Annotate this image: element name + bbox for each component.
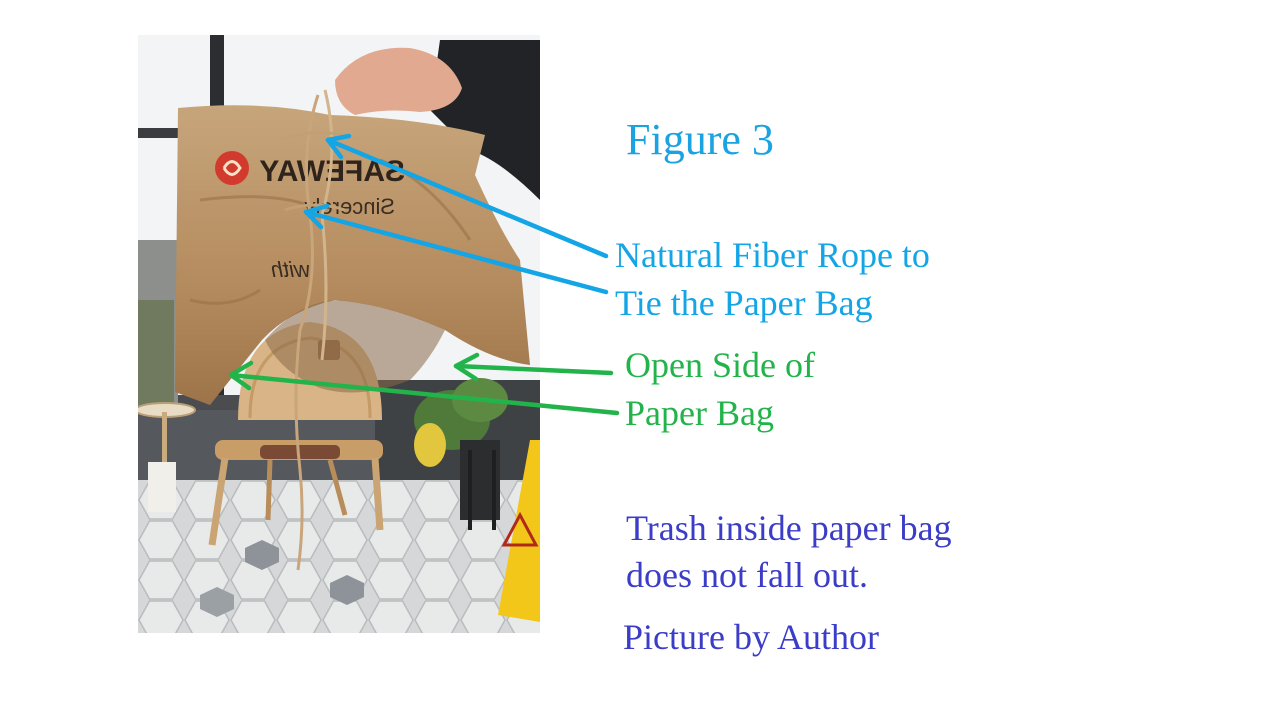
open-side-annotation-line-1: Open Side of xyxy=(625,345,815,385)
photo-credit: Picture by Author xyxy=(623,617,879,657)
rope-arrow-icon xyxy=(303,133,609,295)
bag-print-line3: with xyxy=(271,257,310,282)
note-line-2: does not fall out. xyxy=(626,555,868,595)
open-side-arrow-icon xyxy=(228,352,620,416)
safeway-logo-icon xyxy=(215,151,249,185)
figure-title: Figure 3 xyxy=(626,115,774,164)
open-side-annotation-line-2: Paper Bag xyxy=(625,393,774,433)
rope-annotation-line-1: Natural Fiber Rope to xyxy=(615,235,930,275)
note-line-1: Trash inside paper bag xyxy=(626,508,952,548)
photo-scene: SAFEWAY Sincerely with xyxy=(138,35,540,633)
rope-annotation-line-2: Tie the Paper Bag xyxy=(615,283,873,323)
